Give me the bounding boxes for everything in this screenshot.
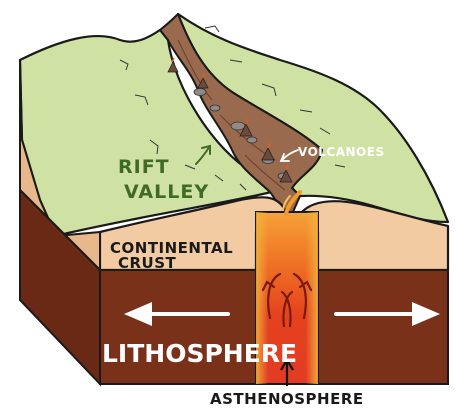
- lithosphere-label: LITHOSPHERE: [102, 339, 297, 368]
- rift-valley-label-line1: RIFT: [118, 156, 170, 178]
- asthenosphere-label: ASTHENOSPHERE: [210, 390, 364, 408]
- rift-valley-label-line2: VALLEY: [124, 181, 209, 203]
- volcanoes-label: VOLCANOES: [298, 145, 385, 159]
- continental-crust-label-line2: CRUST: [118, 254, 177, 272]
